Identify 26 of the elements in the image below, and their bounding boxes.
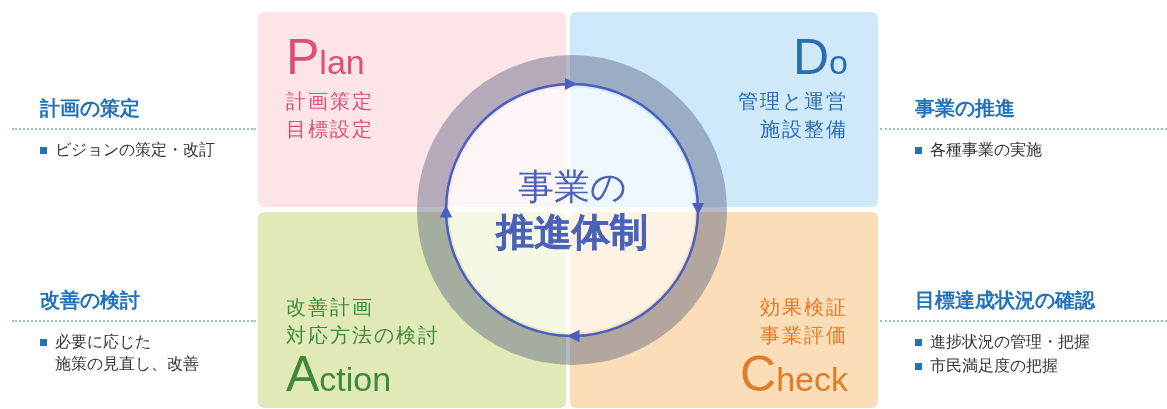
- phase-task: 管理と運営: [738, 88, 848, 115]
- phase-title: Plan: [286, 32, 365, 87]
- section-heading: 事業の推進: [915, 95, 1015, 122]
- center-title: 事業の: [517, 165, 627, 209]
- phase-task: 改善計画: [286, 294, 374, 321]
- bullet-item: 必要に応じた施策の見直し、改善: [38, 331, 203, 375]
- bullet-item: 市民満足度の把握: [913, 355, 1153, 377]
- cycle-arrow: [440, 205, 573, 338]
- section-heading: 目標達成状況の確認: [915, 287, 1095, 314]
- phase-task: 計画策定: [286, 88, 374, 115]
- bullet-item: ビジョンの策定・改訂: [38, 139, 258, 161]
- phase-task: 効果検証: [760, 294, 848, 321]
- bullet-item: 各種事業の実施: [913, 139, 1153, 161]
- section-heading: 計画の策定: [40, 95, 140, 122]
- center-title: 推進体制: [496, 209, 648, 255]
- phase-task: 目標設定: [286, 116, 374, 143]
- phase-title: Check: [740, 349, 848, 404]
- cycle-arrow: [567, 209, 700, 342]
- phase-task: 対応方法の検討: [286, 322, 440, 349]
- section-heading: 改善の検討: [40, 287, 140, 314]
- phase-title: Do: [792, 32, 848, 87]
- phase-title: Action: [286, 349, 392, 404]
- cycle-arrow: [571, 82, 704, 215]
- phase-task: 事業評価: [760, 322, 848, 349]
- phase-task: 施設整備: [760, 116, 848, 143]
- bullet-item: 進捗状況の管理・把握: [913, 331, 1153, 353]
